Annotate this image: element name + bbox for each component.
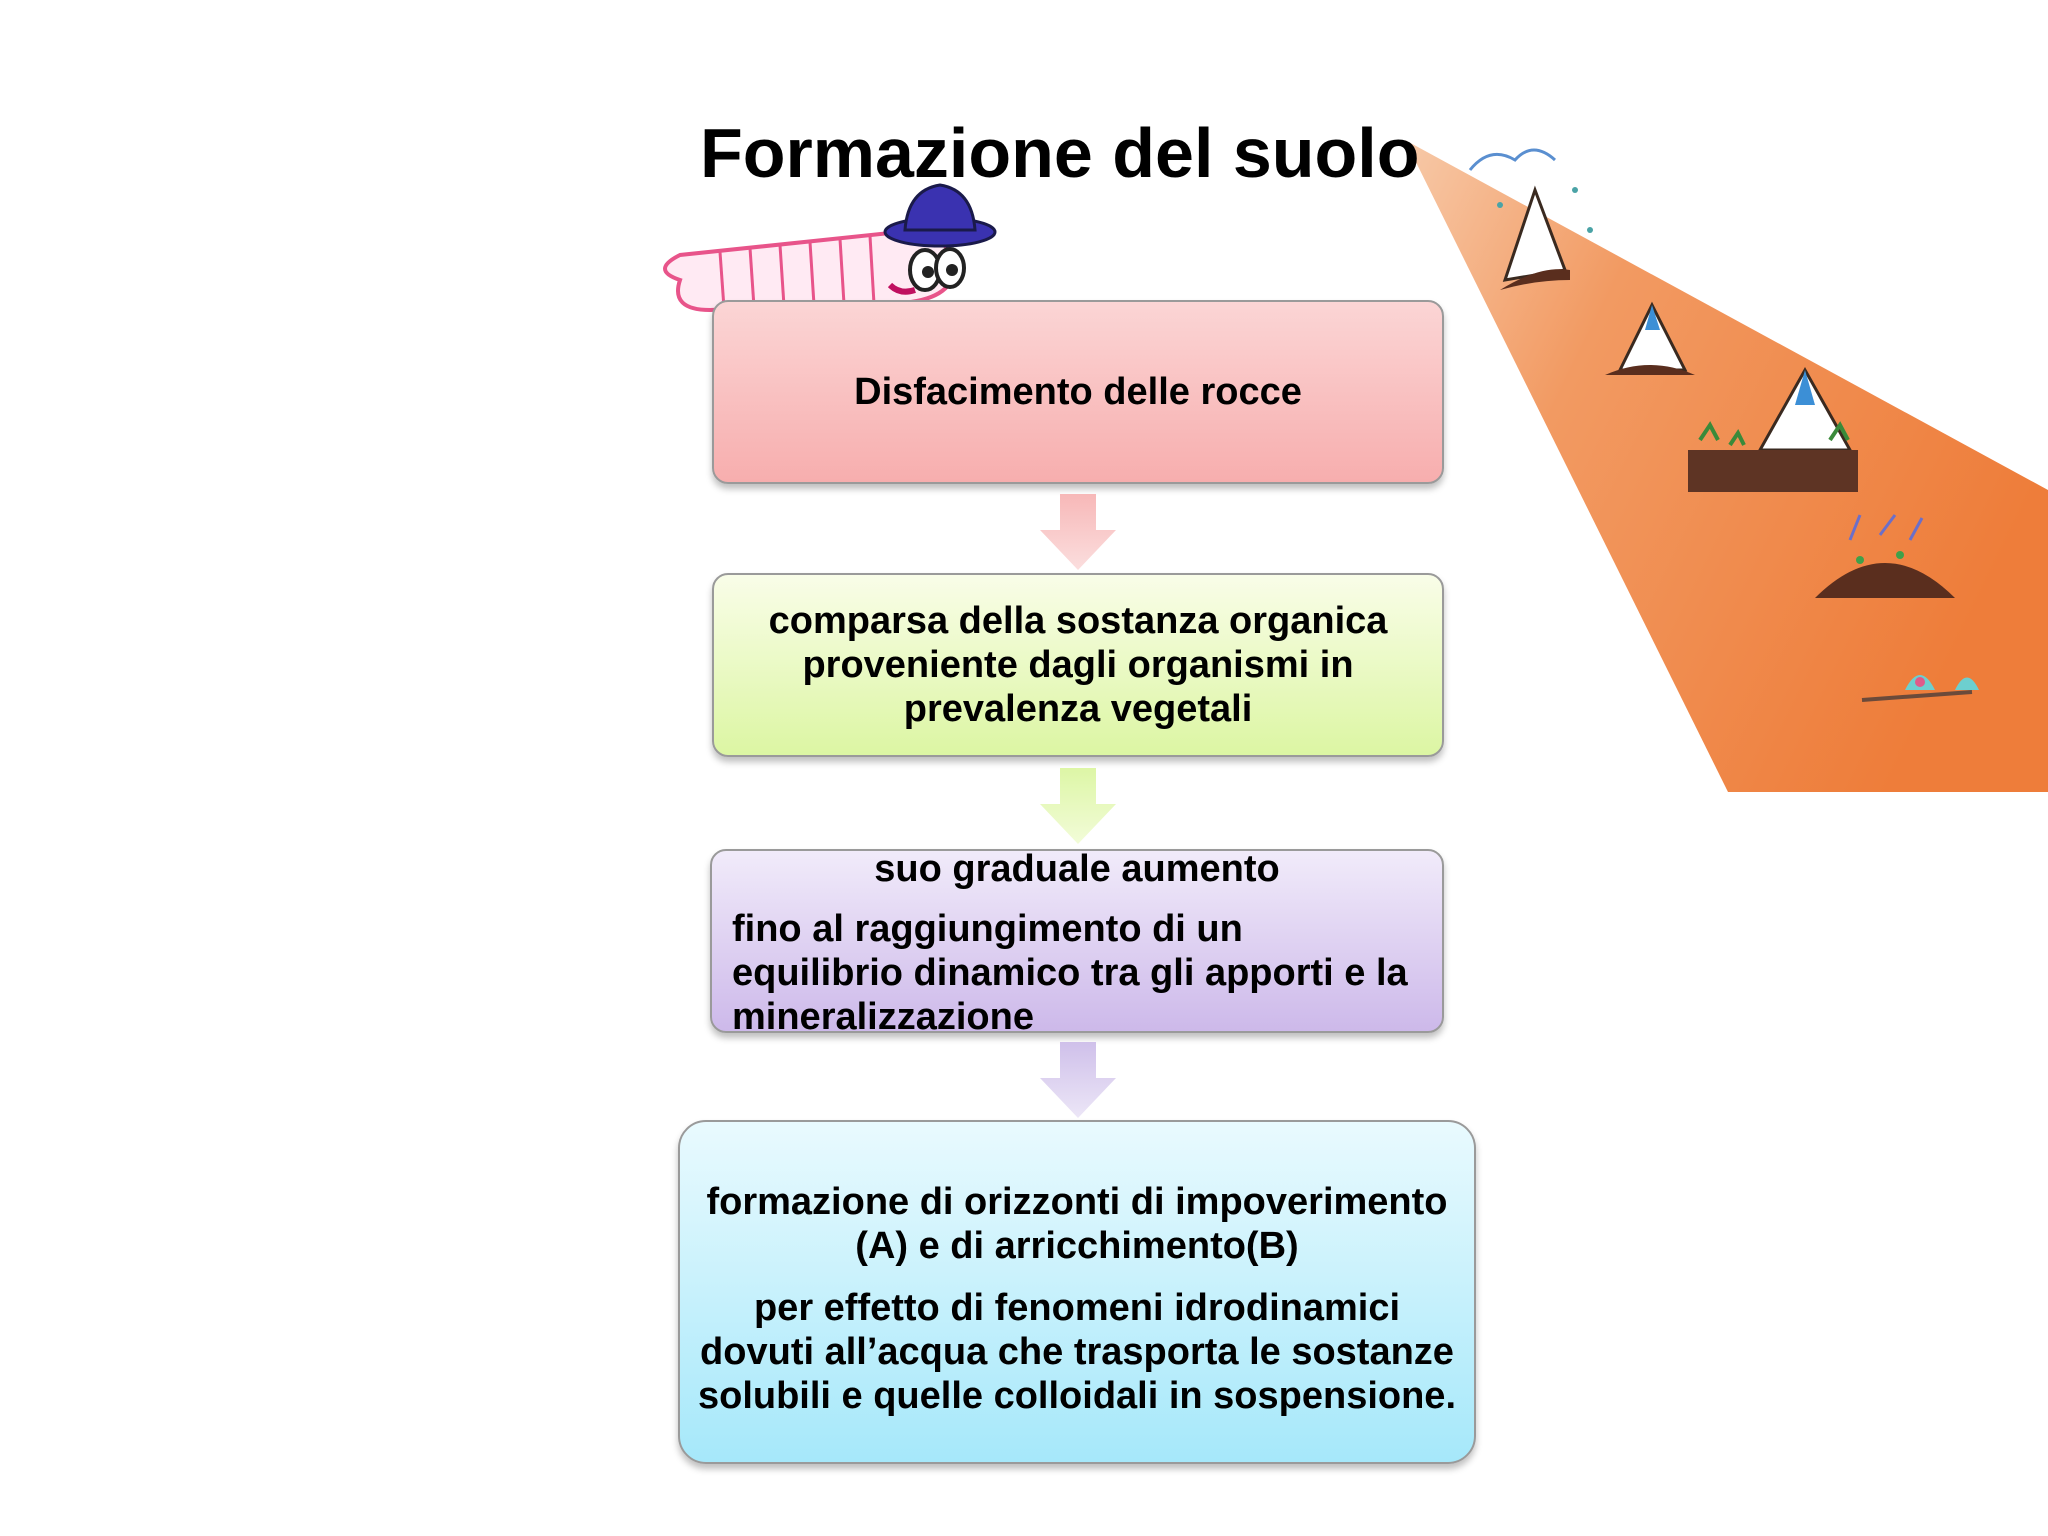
soil-mound-sketch — [1815, 514, 1955, 598]
step-orizzonti-box: formazione di orizzonti di impoverimento… — [678, 1120, 1476, 1464]
step-3-body: fino al raggiungimento di un equilibrio … — [732, 908, 1408, 1038]
step-4-body: per effetto di fenomeni idrodinamici dov… — [697, 1287, 1457, 1417]
step-2-text: comparsa della sostanza organica proveni… — [768, 600, 1388, 730]
step-graduale-aumento-box: suo graduale aumento fino al raggiungime… — [710, 848, 1444, 1038]
mountain-plants-sketch — [1688, 366, 1858, 492]
slide-title: Formazione del suolo — [700, 114, 1420, 192]
step-4-heading: formazione di orizzonti di impoverimento… — [706, 1181, 1448, 1267]
down-arrow-1-icon — [1040, 494, 1116, 570]
sprout-sketch — [1861, 675, 1979, 702]
mountain-soil-sketch — [1605, 301, 1695, 375]
mountain-rain-sketch — [1468, 148, 1593, 290]
step-1-text: Disfacimento delle rocce — [854, 371, 1302, 413]
step-3-heading: suo graduale aumento — [874, 848, 1280, 890]
worm-with-hat-illustration — [663, 183, 997, 313]
soil-formation-ray-illustration — [1405, 140, 2048, 792]
down-arrow-2-icon — [1040, 768, 1116, 844]
down-arrow-3-icon — [1040, 1042, 1116, 1118]
step-sostanza-organica-box: comparsa della sostanza organica proveni… — [712, 573, 1444, 757]
step-disfacimento-box: Disfacimento delle rocce — [712, 300, 1444, 484]
